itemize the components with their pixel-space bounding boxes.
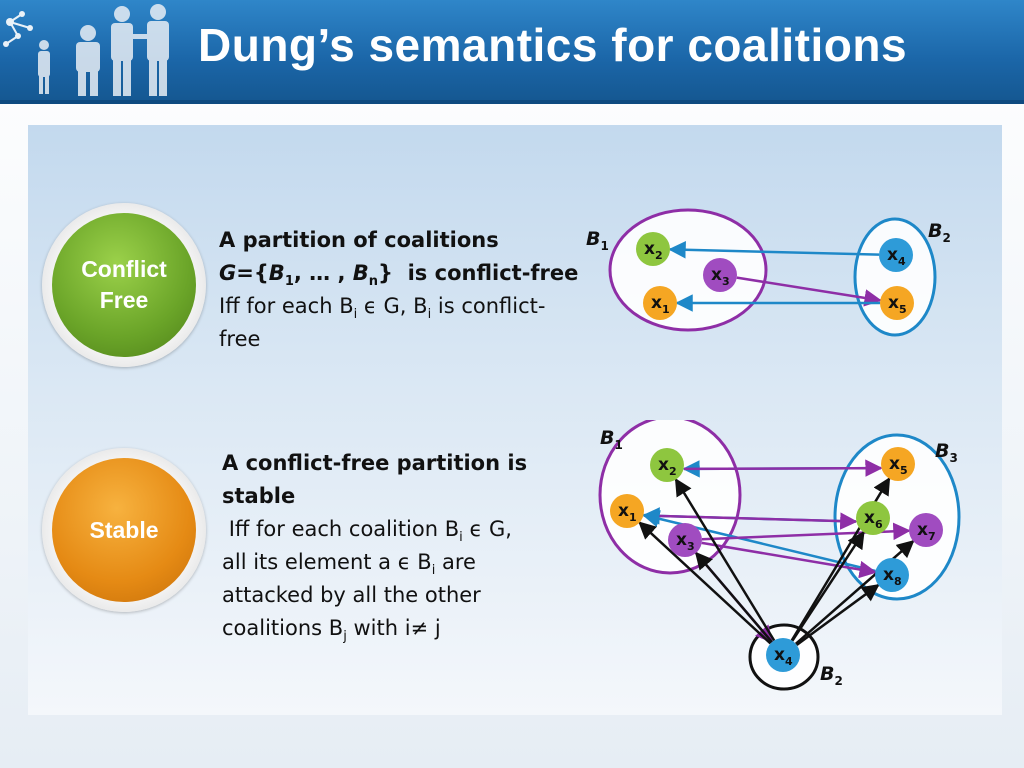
partition-formula: G={B1, … , Bn} is conflict-free bbox=[219, 261, 579, 290]
badge-line-2: Free bbox=[99, 287, 149, 313]
attack-x2-x5 bbox=[684, 459, 883, 477]
coalition-label-B1: B1 bbox=[600, 427, 623, 452]
stable-heading-1: A conflict-free partition is bbox=[222, 451, 528, 475]
attack-x1-x6 bbox=[643, 512, 858, 530]
attack-x4-x3 bbox=[694, 551, 773, 643]
iff-condition-end: free bbox=[219, 327, 261, 351]
title-bar: Dung’s semantics for coalitions bbox=[0, 0, 1024, 100]
argument-x1 bbox=[610, 494, 644, 528]
conflict-free-definition: A partition of coalitions G={B1, … , Bn}… bbox=[219, 224, 579, 356]
argument-x5 bbox=[880, 286, 914, 320]
attack-x4-x1 bbox=[638, 521, 772, 645]
argument-x1 bbox=[643, 286, 677, 320]
attack-x3-x8 bbox=[701, 541, 877, 579]
stable-line-1: Iff for each coalition Bi ϵ G, bbox=[228, 517, 512, 546]
stable-definition: A conflict-free partition is stable Iff … bbox=[222, 447, 562, 645]
content-panel bbox=[28, 125, 1002, 715]
slide-title: Dung’s semantics for coalitions bbox=[198, 19, 908, 71]
argument-x8 bbox=[875, 558, 909, 592]
stable-line-2: all its element a ϵ Bi are bbox=[222, 550, 476, 579]
stable-line-3: attacked by all the other bbox=[222, 583, 481, 607]
badge-label: Stable bbox=[89, 516, 159, 543]
argument-x6 bbox=[856, 501, 890, 535]
coalition-B1 bbox=[598, 420, 742, 575]
argument-x3 bbox=[703, 258, 737, 292]
definition-heading: A partition of coalitions bbox=[219, 228, 499, 252]
argument-x4 bbox=[766, 638, 800, 672]
business-people-logo bbox=[3, 4, 169, 96]
attack-x4-x2 bbox=[674, 478, 776, 642]
coalition-label-B2: B2 bbox=[820, 663, 843, 688]
attack-x3-x5 bbox=[736, 276, 882, 307]
argument-x3 bbox=[668, 523, 702, 557]
argument-x5 bbox=[881, 447, 915, 481]
argument-x4 bbox=[879, 238, 913, 272]
coalition-label-B1: B1 bbox=[586, 228, 609, 253]
coalition-B1 bbox=[608, 208, 768, 332]
conflict-free-badge: Conflict Free bbox=[42, 203, 206, 367]
attack-x4-x6 bbox=[791, 530, 865, 642]
stable-line-4: coalitions Bj with i≠ j bbox=[222, 616, 441, 645]
argument-x2 bbox=[650, 448, 684, 482]
stable-heading-2: stable bbox=[222, 484, 296, 508]
coalition-label-B2: B2 bbox=[928, 220, 951, 245]
badge-line-1: Conflict bbox=[81, 256, 167, 282]
attack-x4-x8 bbox=[795, 584, 880, 646]
coalition-label-B3: B3 bbox=[935, 440, 958, 465]
attack-x4-x2 bbox=[668, 241, 880, 259]
argument-x2 bbox=[636, 232, 670, 266]
header-divider bbox=[0, 100, 1024, 104]
argument-x7 bbox=[909, 513, 943, 547]
iff-condition: Iff for each Bi ϵ G, Bi is conflict- bbox=[219, 294, 546, 323]
stable-badge: Stable bbox=[42, 448, 206, 612]
